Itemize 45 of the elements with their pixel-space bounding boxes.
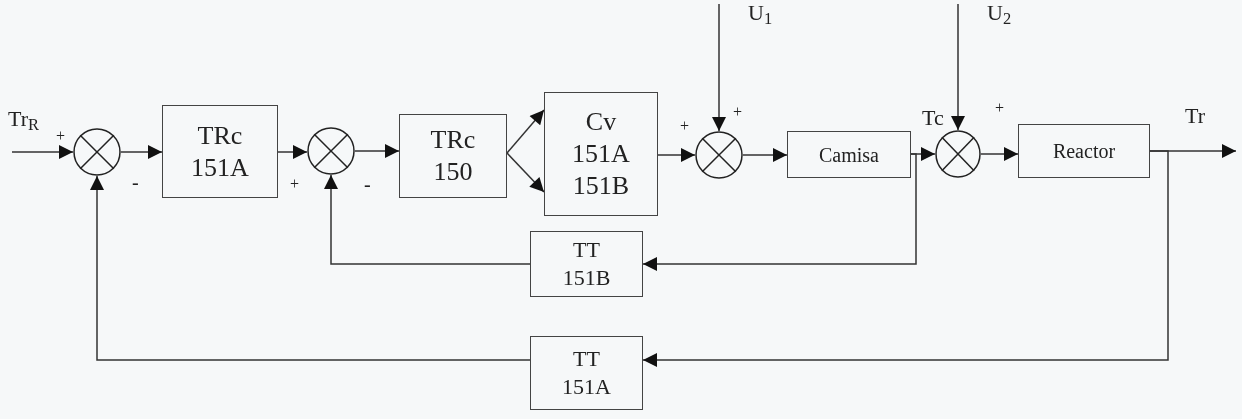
arrow — [277, 145, 308, 159]
signal-label: Tc — [922, 107, 944, 129]
signal-label: U$_{1}$ — [748, 2, 773, 24]
block-box — [1018, 124, 1150, 178]
arrow — [120, 145, 163, 159]
summing-junction — [695, 131, 743, 179]
block-text: TRc 151A — [190, 119, 250, 184]
summing-junction — [307, 127, 355, 175]
block-text: TRc 150 — [429, 124, 477, 188]
arrow — [11, 145, 74, 159]
block-box — [162, 105, 278, 198]
block-text: Cv 151A 151B — [571, 106, 631, 202]
block-box — [544, 92, 658, 216]
block-text: Reactor — [1052, 139, 1116, 164]
block-box — [530, 336, 643, 410]
signal-label: Tr — [1185, 105, 1205, 127]
signal-label: + — [56, 128, 66, 144]
summing-junction — [935, 130, 981, 178]
arrow — [951, 3, 965, 131]
summing-junction — [73, 128, 121, 176]
arrow — [506, 152, 545, 193]
arrow — [354, 144, 400, 158]
signal-label: + — [733, 104, 743, 120]
block-text: Camisa — [819, 142, 879, 168]
signal-label: + — [995, 100, 1005, 116]
arrow — [642, 153, 917, 271]
arrow — [657, 148, 696, 162]
arrow — [90, 175, 531, 361]
block-box — [787, 131, 911, 178]
arrow — [712, 3, 726, 132]
block-text: TT 151B — [561, 236, 612, 292]
arrow — [506, 109, 545, 154]
signal-label: + — [290, 176, 300, 192]
arrow — [324, 174, 531, 265]
arrow — [980, 147, 1019, 161]
block-text: TT 151A — [561, 345, 612, 401]
block-box — [399, 114, 507, 198]
arrow — [642, 150, 1169, 367]
arrow — [742, 148, 788, 162]
signal-label: + — [680, 118, 690, 134]
block-box — [530, 231, 643, 297]
signal-label: U$_{2}$ — [987, 2, 1012, 24]
signal-label: - — [132, 172, 139, 192]
signal-label: Tr$_{R}$ — [8, 108, 39, 130]
signal-label: - — [364, 174, 371, 194]
